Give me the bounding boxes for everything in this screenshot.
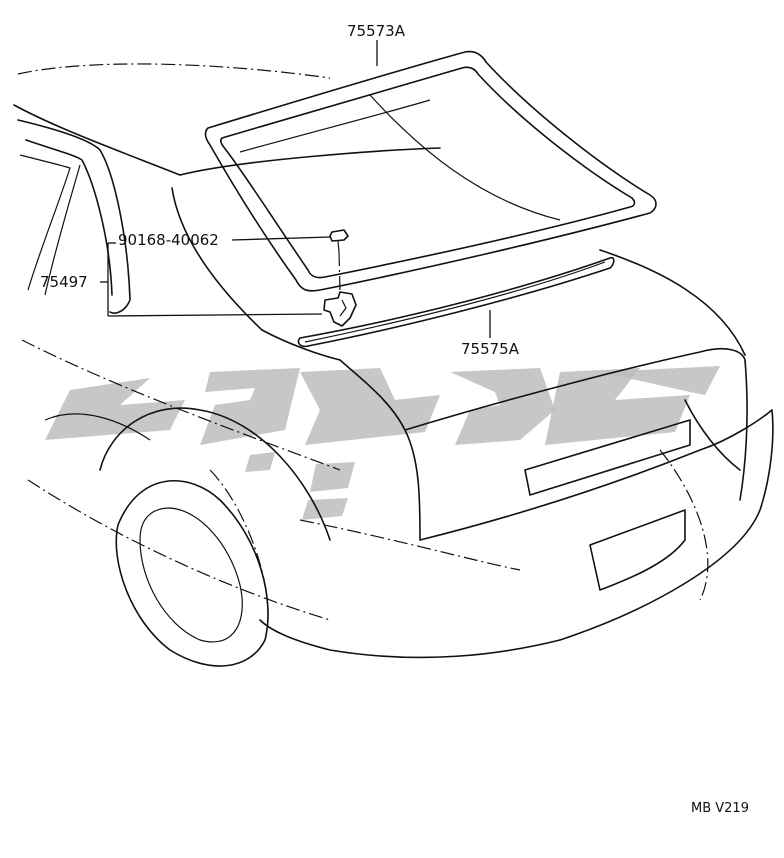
car-body [13,63,774,659]
watermark-logo [45,366,720,520]
window-molding-strip [297,256,615,348]
label-75575A: 75575A [461,340,520,358]
leader-lines [100,40,491,338]
clip-90168-40062 [323,229,357,327]
label-75497: 75497 [40,273,88,291]
rear-wheel [44,407,331,667]
rear-glass-weatherstrip [204,50,657,292]
label-90168-40062: 90168-40062 [118,231,219,249]
figure-code: MB V219 [691,801,749,816]
label-75573A: 75573A [347,22,406,40]
